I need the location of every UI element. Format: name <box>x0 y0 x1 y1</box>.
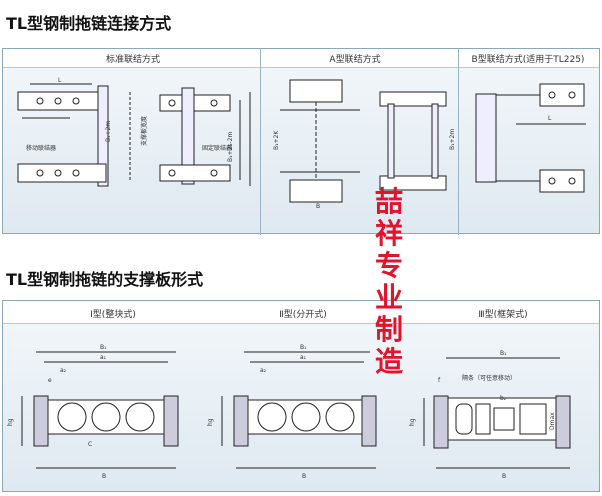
dim-label: L <box>58 77 62 84</box>
dim-label: B₁ <box>100 344 107 351</box>
dim-label: a₂ <box>60 367 67 374</box>
section-b-type: B型联结方式(适用于TL225) <box>471 55 585 65</box>
dim-label: e <box>48 377 52 384</box>
dim-label: B₁ <box>300 344 307 351</box>
dim-label: b₂ <box>500 395 507 402</box>
section-type-3: Ⅲ型(框架式) <box>478 310 528 320</box>
dim-label: hg <box>207 418 214 426</box>
section-type-2: Ⅱ型(分开式) <box>279 310 327 320</box>
dim-label: B₁+2m <box>449 129 456 150</box>
a-type-assembly <box>280 79 447 203</box>
dim-label: B₁+2s-2m <box>227 132 234 162</box>
support-type-2 <box>221 351 377 469</box>
support-type-3 <box>423 357 571 469</box>
dim-label: f <box>438 377 441 384</box>
watermark-char: 祥 <box>374 217 403 250</box>
dim-label: B <box>502 473 506 480</box>
dim-label: B₁+2K <box>273 130 280 150</box>
partition-label: 隔条（可任意移动） <box>462 374 516 382</box>
dim-label: hg <box>409 418 416 426</box>
section-a-type: A型联结方式 <box>329 55 381 65</box>
support-type-1 <box>21 351 179 469</box>
watermark-vertical: 喆 祥 专 业 制 造 <box>374 186 404 378</box>
divider <box>260 49 261 235</box>
watermark-char: 制 <box>374 313 403 346</box>
dim-label: B₁ <box>500 350 507 357</box>
watermark-char: 业 <box>374 281 403 314</box>
standard-left-assembly <box>17 83 131 187</box>
dim-label: a₁ <box>100 354 107 361</box>
page-title-connection: TL型钢制拖链连接方式 <box>6 14 172 33</box>
dim-label: hg <box>7 418 14 426</box>
watermark-char: 专 <box>374 249 403 282</box>
standard-right-assembly <box>159 87 251 186</box>
dim-label: a₁ <box>300 354 307 361</box>
dim-label: B₁+2m <box>105 121 112 142</box>
section-standard: 标准联结方式 <box>105 55 160 65</box>
support-diagram-panel: Ⅰ型(整块式) Ⅱ型(分开式) Ⅲ型(框架式) <box>2 300 600 492</box>
dim-label: B <box>316 203 320 210</box>
section-type-1: Ⅰ型(整块式) <box>90 310 136 320</box>
divider <box>458 49 459 235</box>
b-type-assembly <box>475 83 586 193</box>
dim-label: C <box>88 441 92 448</box>
watermark-char: 喆 <box>374 185 403 218</box>
dim-label: B <box>302 473 306 480</box>
watermark-char: 造 <box>374 345 403 378</box>
moving-connector-label: 移动联结器 <box>26 144 56 152</box>
fixed-connector-label: 固定联结器 <box>202 144 232 152</box>
dim-label: a₂ <box>260 367 267 374</box>
dim-label: B <box>102 473 106 480</box>
page-title-support: TL型钢制拖链的支撑板形式 <box>6 270 204 289</box>
section-header-band <box>3 301 599 324</box>
dim-label: L <box>548 115 552 122</box>
support-width-label: 支撑板宽度 <box>140 116 148 146</box>
section-header-band <box>3 49 599 68</box>
dim-label: Dmax <box>549 412 556 430</box>
